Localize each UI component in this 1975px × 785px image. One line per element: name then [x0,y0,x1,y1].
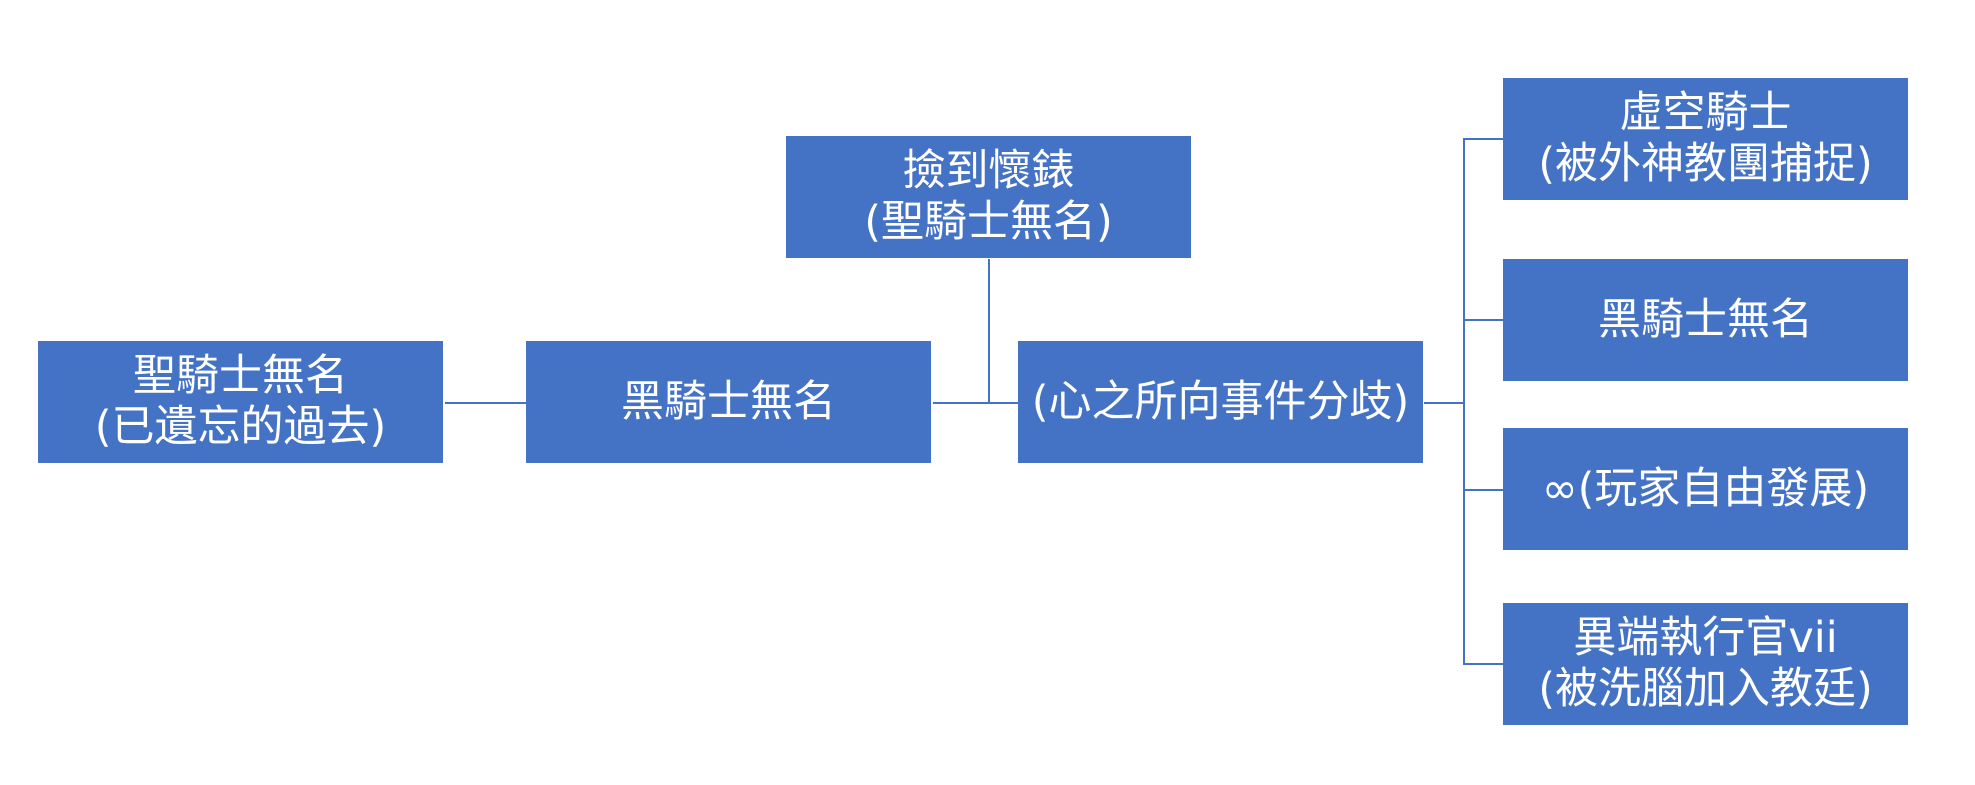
node-heart-branch-line1: (心之所向事件分歧) [1031,376,1410,427]
connector-to-heretic-executor [1463,663,1503,665]
node-pocket-watch-line2: (聖騎士無名) [864,197,1113,247]
node-heretic-executor: 異端執行官vii (被洗腦加入教廷) [1503,603,1908,725]
connector-branch-spine [1463,138,1465,665]
connector-to-void-knight [1463,138,1503,140]
node-heretic-executor-line2: (被洗腦加入教廷) [1538,664,1873,714]
node-holy-knight-line2: (已遺忘的過去) [94,402,387,452]
node-heretic-executor-line1: 異端執行官vii [1573,613,1838,664]
node-holy-knight: 聖騎士無名 (已遺忘的過去) [38,341,443,463]
node-void-knight: 虛空騎士 (被外神教團捕捉) [1503,78,1908,200]
node-void-knight-line1: 虛空騎士 [1619,88,1792,139]
node-holy-knight-line1: 聖騎士無名 [133,351,348,402]
node-heart-branch: (心之所向事件分歧) [1018,341,1423,463]
connector-to-black-knight-end [1463,319,1503,321]
node-infinity: ∞(玩家自由發展) [1503,428,1908,550]
node-infinity-line1: ∞(玩家自由發展) [1541,463,1870,514]
node-black-knight-line1: 黑騎士無名 [621,376,836,427]
node-pocket-watch-line1: 撿到懷錶 [902,146,1075,197]
connector-holy-to-black [445,402,526,404]
connector-watch-vertical [988,259,990,403]
node-black-knight: 黑騎士無名 [526,341,931,463]
node-black-knight-end-line1: 黑騎士無名 [1598,294,1813,345]
node-pocket-watch: 撿到懷錶 (聖騎士無名) [786,136,1191,258]
connector-branch-stub [1424,402,1464,404]
connector-black-to-branch [933,402,1020,404]
node-void-knight-line2: (被外神教團捕捉) [1538,139,1873,189]
node-black-knight-end: 黑騎士無名 [1503,259,1908,381]
connector-to-infinity [1463,489,1503,491]
